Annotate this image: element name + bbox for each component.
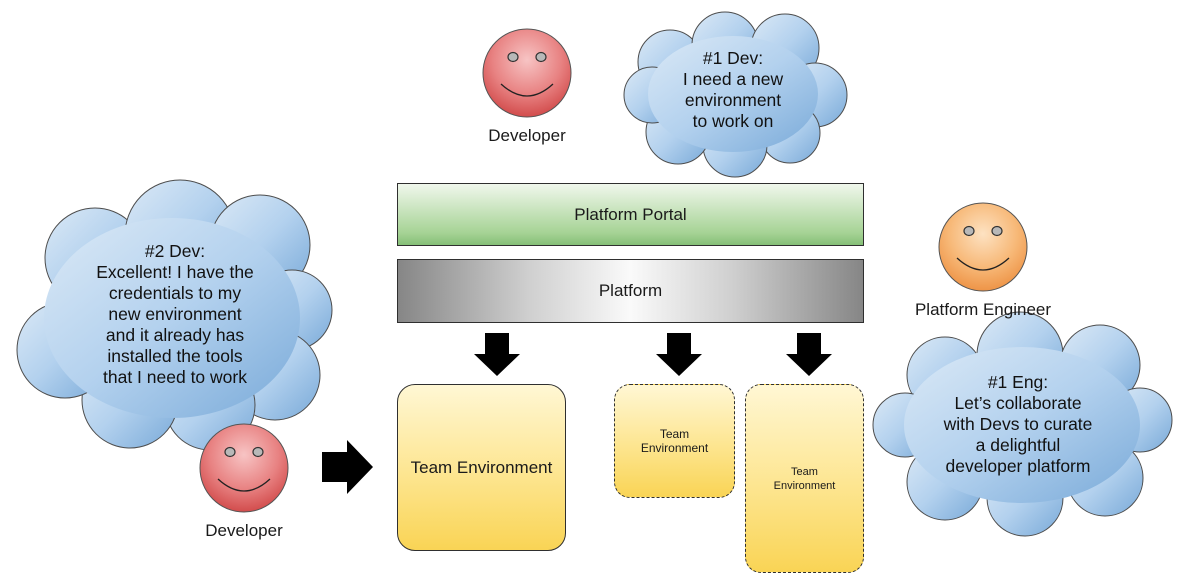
- team-environment-3: Team Environment: [745, 384, 864, 573]
- cloud-dev2-text: #2 Dev: Excellent! I have the credential…: [96, 241, 254, 387]
- cloud-dev2: [16, 179, 333, 451]
- cloud-dev1-text: #1 Dev: I need a new environment to work…: [682, 48, 784, 131]
- platform-engineer-face-icon: [938, 202, 1028, 292]
- down-arrow-icon: [656, 333, 702, 376]
- cloud-dev1: [623, 11, 848, 178]
- platform-portal-box: Platform Portal: [397, 183, 864, 246]
- cloud-eng1: [872, 311, 1173, 537]
- developer-bottom-face-icon: [199, 423, 289, 513]
- team-environment-2: Team Environment: [614, 384, 735, 498]
- developer-bottom-label: Developer: [205, 521, 283, 540]
- platform-label: Platform: [598, 281, 663, 300]
- developer-top-label: Developer: [488, 126, 566, 145]
- down-arrow-icon: [786, 333, 832, 376]
- team-environment-3-label: Team Environment: [773, 465, 836, 492]
- platform-engineer-label: Platform Engineer: [914, 300, 1052, 319]
- developer-top-face-icon: [482, 28, 572, 118]
- platform-box: Platform: [397, 259, 864, 323]
- team-environment-2-label: Team Environment: [640, 427, 709, 455]
- down-arrow-icon: [474, 333, 520, 376]
- team-environment-main: Team Environment: [397, 384, 566, 551]
- cloud-eng1-text: #1 Eng: Let’s collaborate with Devs to c…: [943, 372, 1093, 476]
- right-arrow-icon: [322, 440, 373, 494]
- platform-portal-label: Platform Portal: [574, 204, 687, 224]
- team-environment-main-label: Team Environment: [410, 457, 553, 477]
